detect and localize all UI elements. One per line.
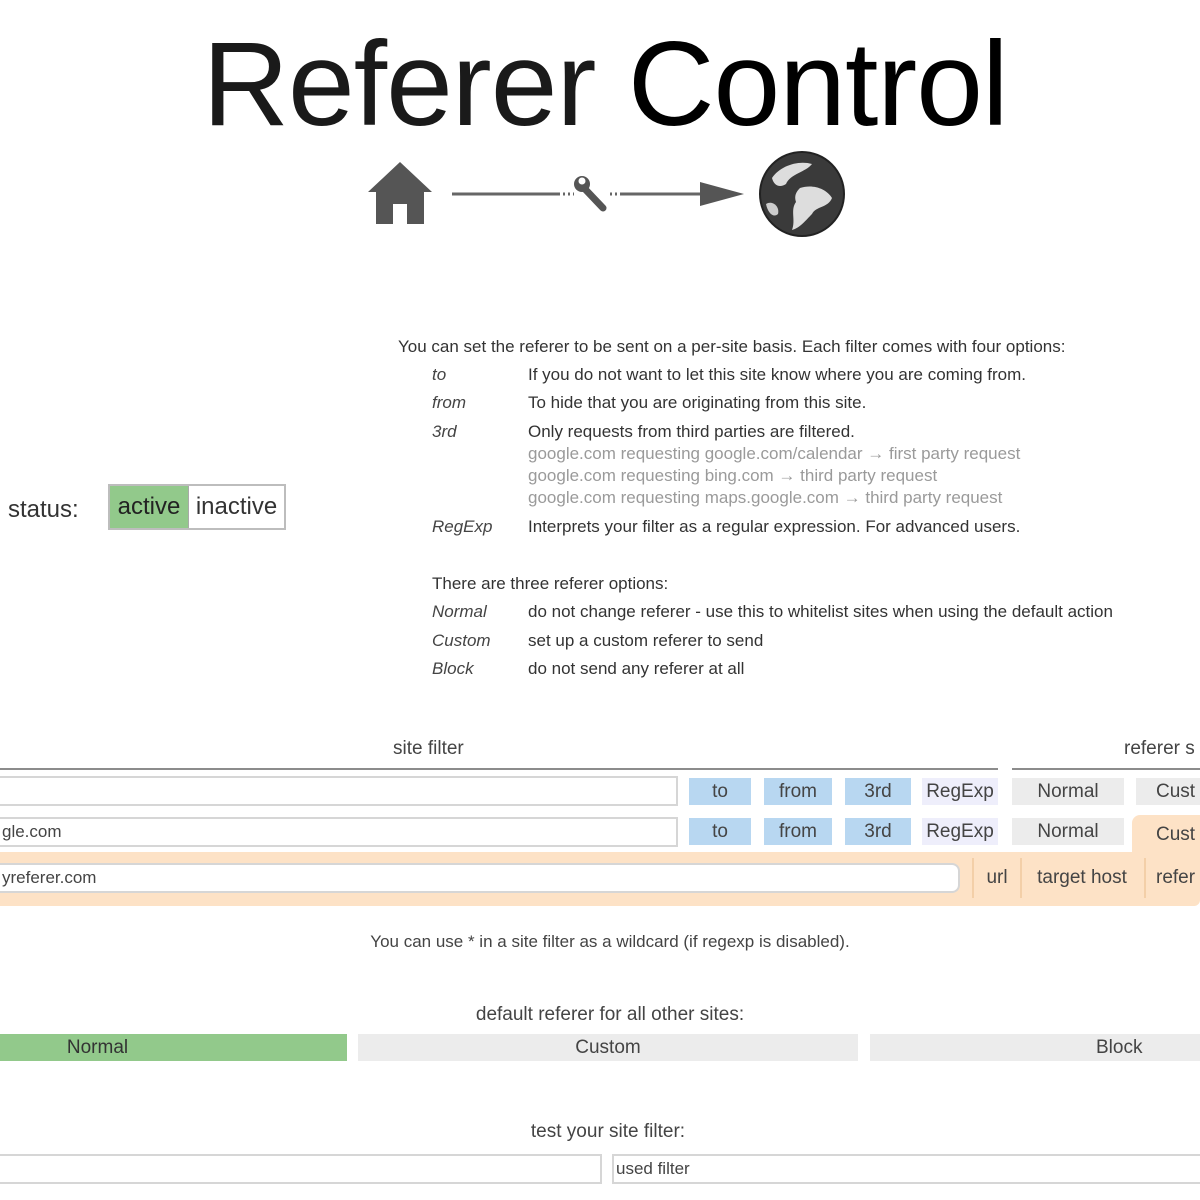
option-key-to: to	[432, 365, 447, 384]
test-url-input[interactable]	[0, 1154, 602, 1184]
referer-desc-block: do not send any referer at all	[528, 659, 745, 678]
status-toggle: active inactive	[108, 484, 286, 530]
row2-to-toggle[interactable]: to	[689, 818, 751, 845]
globe-icon	[759, 151, 845, 237]
wrench-icon	[574, 176, 607, 212]
status-active-button[interactable]: active	[110, 486, 189, 528]
custom-tab-highlight	[1132, 815, 1200, 855]
default-block-button[interactable]: Block	[870, 1034, 1200, 1061]
custom-referer-option[interactable]: refer	[1148, 864, 1200, 892]
example-third-party-1: google.com requesting bing.com → third p…	[528, 466, 938, 485]
page-title: Referer Control	[0, 14, 1200, 154]
referer-key-block: Block	[432, 659, 474, 678]
option-key-regexp: RegExp	[432, 517, 493, 536]
default-normal-button[interactable]: Normal	[0, 1034, 347, 1061]
status-inactive-button[interactable]: inactive	[189, 486, 284, 528]
option-desc-regexp: Interprets your filter as a regular expr…	[528, 517, 1021, 536]
option-desc-3rd: Only requests from third parties are fil…	[528, 422, 855, 441]
custom-divider-2	[1020, 858, 1022, 898]
site-filter-divider	[0, 768, 998, 770]
custom-divider-1	[972, 858, 974, 898]
used-filter-field: used filter	[612, 1154, 1200, 1184]
title-control: Control	[627, 17, 1009, 151]
option-key-from: from	[432, 393, 466, 412]
title-referer: Referer	[202, 17, 596, 151]
default-custom-button[interactable]: Custom	[358, 1034, 858, 1061]
row2-regexp-toggle[interactable]: RegExp	[922, 818, 998, 845]
option-desc-from: To hide that you are originating from th…	[528, 393, 867, 412]
row2-normal-button[interactable]: Normal	[1012, 818, 1124, 845]
custom-referer-input[interactable]: yreferer.com	[0, 863, 960, 893]
row1-to-toggle[interactable]: to	[689, 778, 751, 805]
row1-custom-button[interactable]: Cust	[1136, 778, 1200, 805]
referer-key-normal: Normal	[432, 602, 487, 621]
custom-url-option[interactable]: url	[976, 864, 1018, 892]
row1-3rd-toggle[interactable]: 3rd	[845, 778, 911, 805]
row2-3rd-toggle[interactable]: 3rd	[845, 818, 911, 845]
referer-options-intro: There are three referer options:	[432, 574, 669, 593]
referer-settings-header: referer s	[1124, 738, 1195, 759]
custom-target-host-option[interactable]: target host	[1024, 864, 1140, 892]
test-filter-label: test your site filter:	[530, 1121, 686, 1142]
site-filter-input-1[interactable]	[0, 776, 678, 806]
status-label: l status:	[0, 496, 79, 523]
example-third-party-2: google.com requesting maps.google.com → …	[528, 488, 1003, 507]
row2-custom-button[interactable]: Cust	[1156, 824, 1196, 845]
default-referer-label: default referer for all other sites:	[475, 1004, 745, 1025]
default-normal-label: Normal	[66, 1036, 129, 1058]
explanation-intro: You can set the referer to be sent on a …	[398, 337, 1066, 356]
site-filter-input-2[interactable]: gle.com	[0, 817, 678, 847]
wildcard-note: You can use * in a site filter as a wild…	[370, 932, 850, 951]
row1-from-toggle[interactable]: from	[764, 778, 832, 805]
referer-flow-graphic	[368, 151, 845, 237]
referer-divider	[1012, 768, 1200, 770]
referer-desc-custom: set up a custom referer to send	[528, 631, 764, 650]
option-key-3rd: 3rd	[432, 422, 457, 441]
referer-desc-normal: do not change referer - use this to whit…	[528, 602, 1113, 621]
row1-normal-button[interactable]: Normal	[1012, 778, 1124, 805]
option-desc-to: If you do not want to let this site know…	[528, 365, 1026, 384]
referer-key-custom: Custom	[432, 631, 491, 650]
row1-regexp-toggle[interactable]: RegExp	[922, 778, 998, 805]
site-filter-header: site filter	[393, 738, 464, 759]
home-icon	[368, 162, 432, 224]
example-first-party: google.com requesting google.com/calenda…	[528, 444, 1021, 463]
row2-from-toggle[interactable]: from	[764, 818, 832, 845]
arrow-line	[452, 182, 744, 206]
custom-divider-3	[1144, 858, 1146, 898]
